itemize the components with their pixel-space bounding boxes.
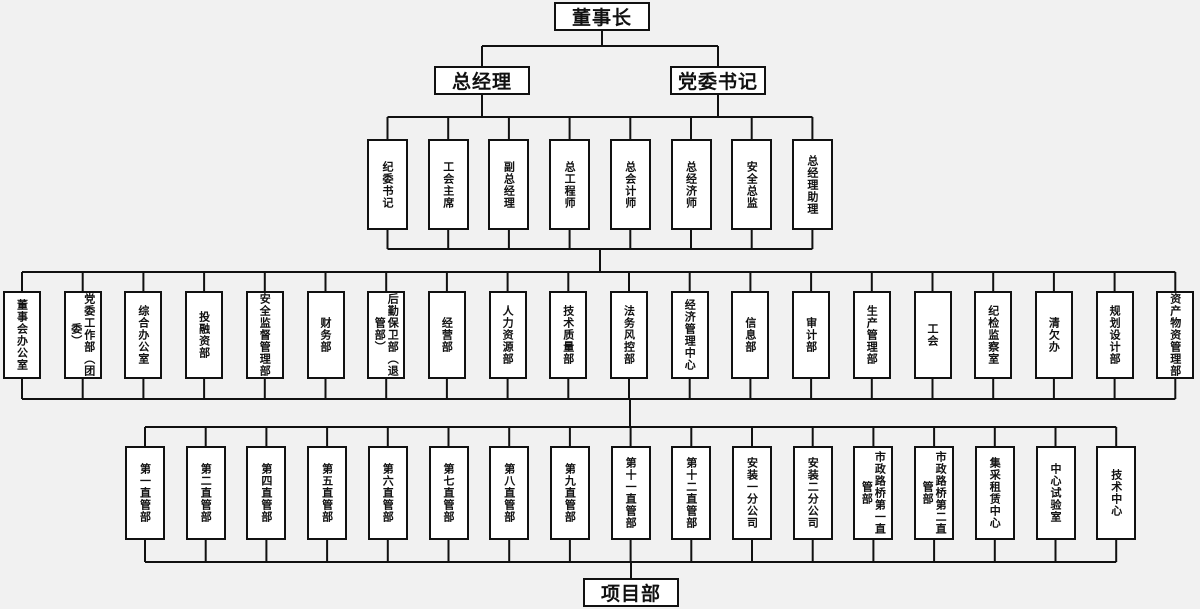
leader-box: 总会计师: [609, 139, 651, 230]
department-box: 人力资源部: [488, 291, 527, 379]
department-box: 后勤保卫部（退管部）: [367, 291, 406, 379]
department-box: 综合办公室: [124, 291, 163, 379]
department-box: 规划设计部: [1095, 291, 1134, 379]
branch-box: 第五直管部: [307, 446, 348, 540]
branch-box: 第一直管部: [125, 446, 165, 540]
department-box: 信息部: [731, 291, 770, 379]
leader-box: 总经济师: [670, 139, 712, 230]
department-box: 工会: [913, 291, 952, 379]
chairman-box: 董事长: [554, 2, 650, 31]
department-box: 纪检监察室: [974, 291, 1013, 379]
department-box: 安全监督管理部: [245, 291, 284, 379]
department-box: 技术质量部: [549, 291, 588, 379]
department-box: 法务风控部: [610, 291, 648, 379]
leader-box: 副总经理: [488, 139, 530, 230]
branch-box: 第七直管部: [428, 446, 469, 540]
department-box: 董事会办公室: [3, 291, 41, 379]
branch-box: 第二直管部: [185, 446, 226, 540]
branch-box: 第十二直管部: [671, 446, 712, 540]
department-box: 经营部: [427, 291, 466, 379]
branch-box: 市政路桥第二直管部: [914, 446, 955, 540]
branch-box: 第六直管部: [367, 446, 408, 540]
department-box: 党委工作部（团委）: [63, 291, 102, 379]
leader-box: 纪委书记: [367, 139, 408, 230]
branch-box: 集采租赁中心: [974, 446, 1015, 540]
branch-box: 中心试验室: [1035, 446, 1076, 540]
branch-box: 安装二分公司: [792, 446, 833, 540]
department-box: 财务部: [306, 291, 345, 379]
branch-box: 第九直管部: [549, 446, 590, 540]
party-secretary-box: 党委书记: [670, 66, 766, 95]
branch-box: 技术中心: [1096, 446, 1137, 540]
branch-box: 第八直管部: [489, 446, 530, 540]
leader-box: 总工程师: [549, 139, 591, 230]
leader-box: 总经理助理: [791, 139, 833, 230]
department-box: 资产物资管理部: [1156, 291, 1195, 379]
department-box: 投融资部: [185, 291, 224, 379]
branch-box: 第四直管部: [246, 446, 287, 540]
department-box: 审计部: [792, 291, 831, 379]
leader-box: 安全总监: [731, 139, 773, 230]
department-box: 生产管理部: [852, 291, 891, 379]
leader-box: 工会主席: [427, 139, 469, 230]
branch-box: 市政路桥第一直管部: [853, 446, 894, 540]
branch-box: 安装一分公司: [732, 446, 772, 540]
department-box: 经济管理中心: [670, 291, 709, 379]
project-department-box: 项目部: [583, 578, 679, 607]
department-box: 清欠办: [1034, 291, 1073, 379]
branch-box: 第十一直管部: [610, 446, 651, 540]
general-manager-box: 总经理: [434, 66, 530, 95]
